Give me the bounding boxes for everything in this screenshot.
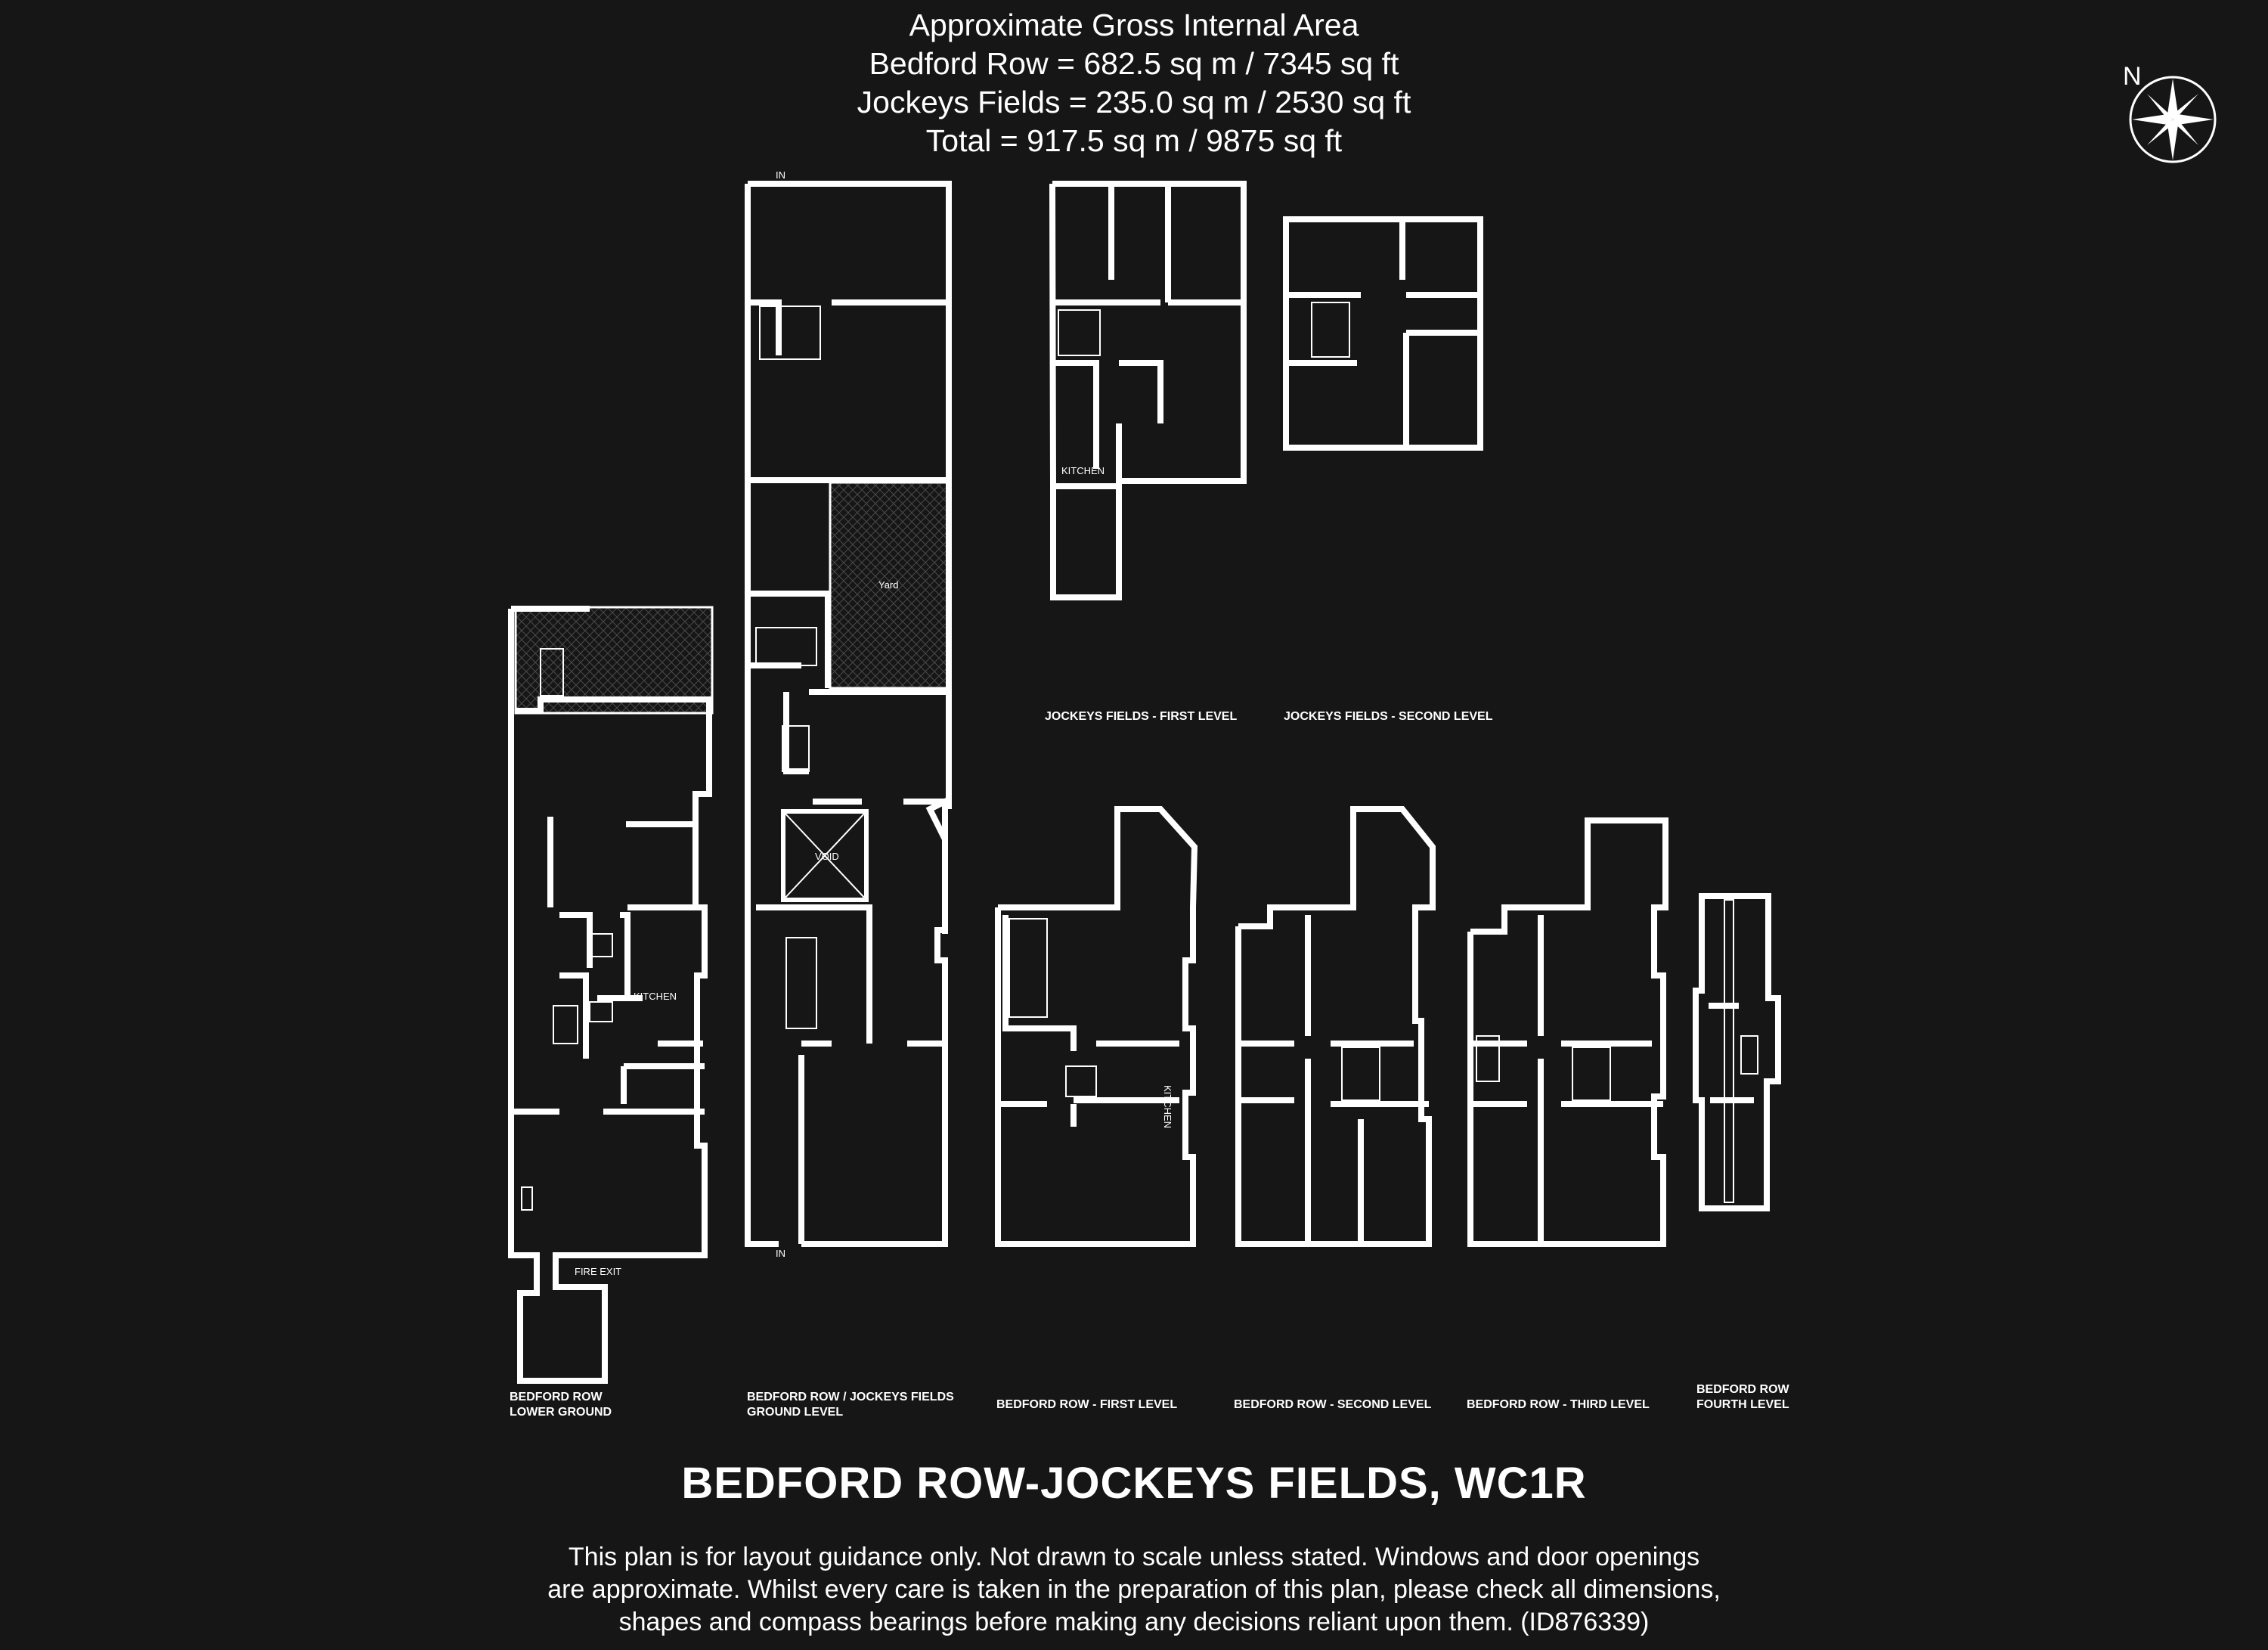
room-label-kitchen-lower-ground: KITCHEN [634,991,677,1002]
level-label-bedford-row-second: BEDFORD ROW - SECOND LEVEL [1234,1398,1432,1411]
room-label-kitchen-jockeys-fields: KITCHEN [1061,465,1105,476]
bedford-row-area: Bedford Row = 682.5 sq m / 7345 sq ft [869,46,1399,81]
room-label-yard: Yard [878,579,899,591]
plan-bedford-row-fourth [1693,893,1781,1211]
level-label-lower-ground-1: BEDFORD ROW [510,1391,603,1403]
compass-icon: N [2123,62,2217,163]
disclaimer-line-3: shapes and compass bearings before makin… [618,1608,1650,1636]
disclaimer-line-1: This plan is for layout guidance only. N… [568,1543,1700,1571]
level-label-jockeys-fields-second: JOCKEYS FIELDS - SECOND LEVEL [1284,710,1493,723]
total-area: Total = 917.5 sq m / 9875 sq ft [925,123,1343,158]
level-label-ground-2: GROUND LEVEL [747,1406,843,1419]
jockeys-fields-area: Jockeys Fields = 235.0 sq m / 2530 sq ft [857,85,1411,119]
property-title: BEDFORD ROW-JOCKEYS FIELDS, WC1R [681,1459,1587,1508]
plan-jockeys-fields-second [1283,216,1483,451]
plan-bedford-row-lower-ground [508,606,714,1384]
plan-jockeys-fields-first [1049,181,1247,600]
level-label-bedford-row-fourth-2: FOURTH LEVEL [1696,1398,1789,1411]
disclaimer: This plan is for layout guidance only. N… [0,1541,2268,1639]
level-label-bedford-row-third: BEDFORD ROW - THIRD LEVEL [1467,1398,1650,1411]
level-label-bedford-row-first: BEDFORD ROW - FIRST LEVEL [996,1398,1177,1411]
level-label-lower-ground-2: LOWER GROUND [510,1406,612,1419]
level-label-jockeys-fields-first: JOCKEYS FIELDS - FIRST LEVEL [1045,710,1237,723]
area-summary: Approximate Gross Internal Area Bedford … [0,6,2268,160]
plan-ground-level [745,181,952,1247]
level-label-bedford-row-fourth-1: BEDFORD ROW [1696,1383,1790,1396]
entrance-label-top: IN [776,169,785,181]
level-label-ground-1: BEDFORD ROW / JOCKEYS FIELDS [747,1391,954,1403]
compass-north-label: N [2123,62,2142,91]
entrance-label-bottom: IN [776,1248,785,1259]
plan-bedford-row-second [1235,806,1436,1247]
disclaimer-line-2: are approximate. Whilst every care is ta… [547,1575,1721,1604]
room-label-void: VOID [815,851,839,862]
room-label-kitchen-bedford-row-first: KITCHEN [1162,1085,1173,1128]
plan-bedford-row-first [995,806,1198,1247]
area-heading: Approximate Gross Internal Area [909,8,1359,42]
room-label-fire-exit: FIRE EXIT [575,1266,621,1277]
plan-bedford-row-third [1467,817,1668,1247]
